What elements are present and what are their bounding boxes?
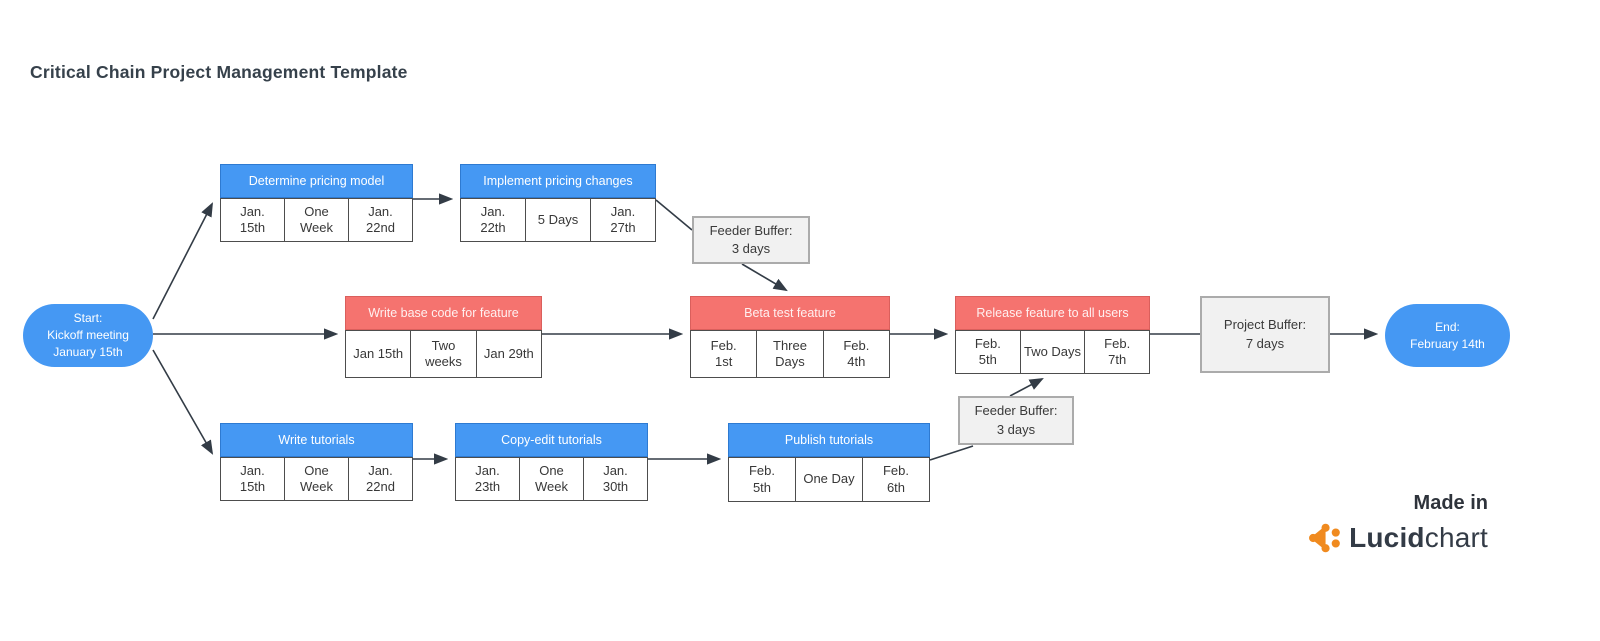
lucidchart-wordmark: Lucidchart: [1349, 522, 1488, 554]
task-cell-start-date: Jan. 15th: [221, 458, 285, 500]
project-buffer[interactable]: Project Buffer: 7 days: [1200, 296, 1330, 373]
task-cell-duration: 5 Days: [526, 199, 591, 241]
task-cell-start-date: Feb. 5th: [956, 331, 1021, 373]
task-write-tutorials[interactable]: Write tutorials Jan. 15th One Week Jan. …: [220, 423, 413, 501]
task-cell-start-date: Jan 15th: [346, 331, 412, 377]
connector-publish-to-feeder-buffer-bottom: [929, 445, 974, 461]
task-cell-duration: One Week: [520, 458, 584, 500]
end-node[interactable]: End: February 14th: [1385, 304, 1510, 367]
task-release-feature[interactable]: Release feature to all users Feb. 5th Tw…: [955, 296, 1150, 374]
task-cell-start-date: Jan. 15th: [221, 199, 285, 241]
task-cell-start-date: Feb. 5th: [729, 458, 796, 501]
task-cell-end-date: Feb. 6th: [882, 463, 909, 495]
task-cell-duration: One Week: [285, 199, 349, 241]
task-title: Release feature to all users: [955, 296, 1150, 330]
task-cell-duration: One Week: [285, 458, 349, 500]
logo-light-part: chart: [1424, 522, 1488, 553]
page-title: Critical Chain Project Management Templa…: [30, 62, 408, 82]
task-cell-end-date: Feb. 7th: [1104, 335, 1131, 367]
task-cell-end-date: Jan. 22nd: [366, 462, 395, 494]
connector-feeder-buffer-top-to-beta-test: [741, 263, 788, 292]
task-publish-tutorials[interactable]: Publish tutorials Feb. 5th One Day Feb. …: [728, 423, 930, 502]
task-cell-duration: Two weeks: [411, 331, 477, 377]
task-cell-end-date: Jan. 27th: [610, 203, 636, 235]
task-cell-end-date: Feb. 4th: [843, 337, 870, 369]
connector-start-to-determine-pricing: [152, 202, 213, 320]
made-in-label: Made in: [1413, 492, 1488, 514]
connector-start-to-write-tutorials: [152, 349, 214, 455]
connector-implement-to-feeder-buffer-top: [655, 199, 693, 231]
task-determine-pricing-model[interactable]: Determine pricing model Jan. 15th One We…: [220, 164, 413, 242]
task-write-base-code[interactable]: Write base code for feature Jan 15th Two…: [345, 296, 542, 378]
task-title: Beta test feature: [690, 296, 890, 330]
task-title: Implement pricing changes: [460, 164, 656, 198]
task-title: Write base code for feature: [345, 296, 542, 330]
task-title: Publish tutorials: [728, 423, 930, 457]
task-title: Copy-edit tutorials: [455, 423, 648, 457]
task-cell-start-date: Feb. 1st: [691, 331, 758, 377]
task-cell-duration: One Day: [796, 458, 863, 501]
lucidchart-logo-icon: [1309, 523, 1340, 553]
task-cell-start-date: Jan. 23th: [456, 458, 520, 500]
lucidchart-badge[interactable]: Made in Lucidchart: [1308, 492, 1488, 554]
feeder-buffer-top[interactable]: Feeder Buffer: 3 days: [692, 216, 810, 264]
task-implement-pricing-changes[interactable]: Implement pricing changes Jan. 22th 5 Da…: [460, 164, 656, 242]
feeder-buffer-bottom[interactable]: Feeder Buffer: 3 days: [958, 396, 1074, 445]
task-cell-end-date: Jan. 30th: [602, 462, 629, 494]
task-cell-end-date: Jan 29th: [483, 345, 534, 361]
task-cell-duration: Two Days: [1021, 331, 1086, 373]
task-copy-edit-tutorials[interactable]: Copy-edit tutorials Jan. 23th One Week J…: [455, 423, 648, 501]
start-node[interactable]: Start: Kickoff meeting January 15th: [23, 304, 153, 367]
task-cell-start-date: Jan. 22th: [461, 199, 526, 241]
connector-feeder-buffer-bottom-to-release: [1009, 377, 1044, 397]
logo-bold-part: Lucid: [1349, 522, 1425, 553]
task-cell-duration: Three Days: [757, 331, 824, 377]
task-title: Write tutorials: [220, 423, 413, 457]
task-beta-test-feature[interactable]: Beta test feature Feb. 1st Three Days Fe…: [690, 296, 890, 378]
task-cell-end-date: Jan. 22nd: [366, 203, 395, 235]
task-title: Determine pricing model: [220, 164, 413, 198]
